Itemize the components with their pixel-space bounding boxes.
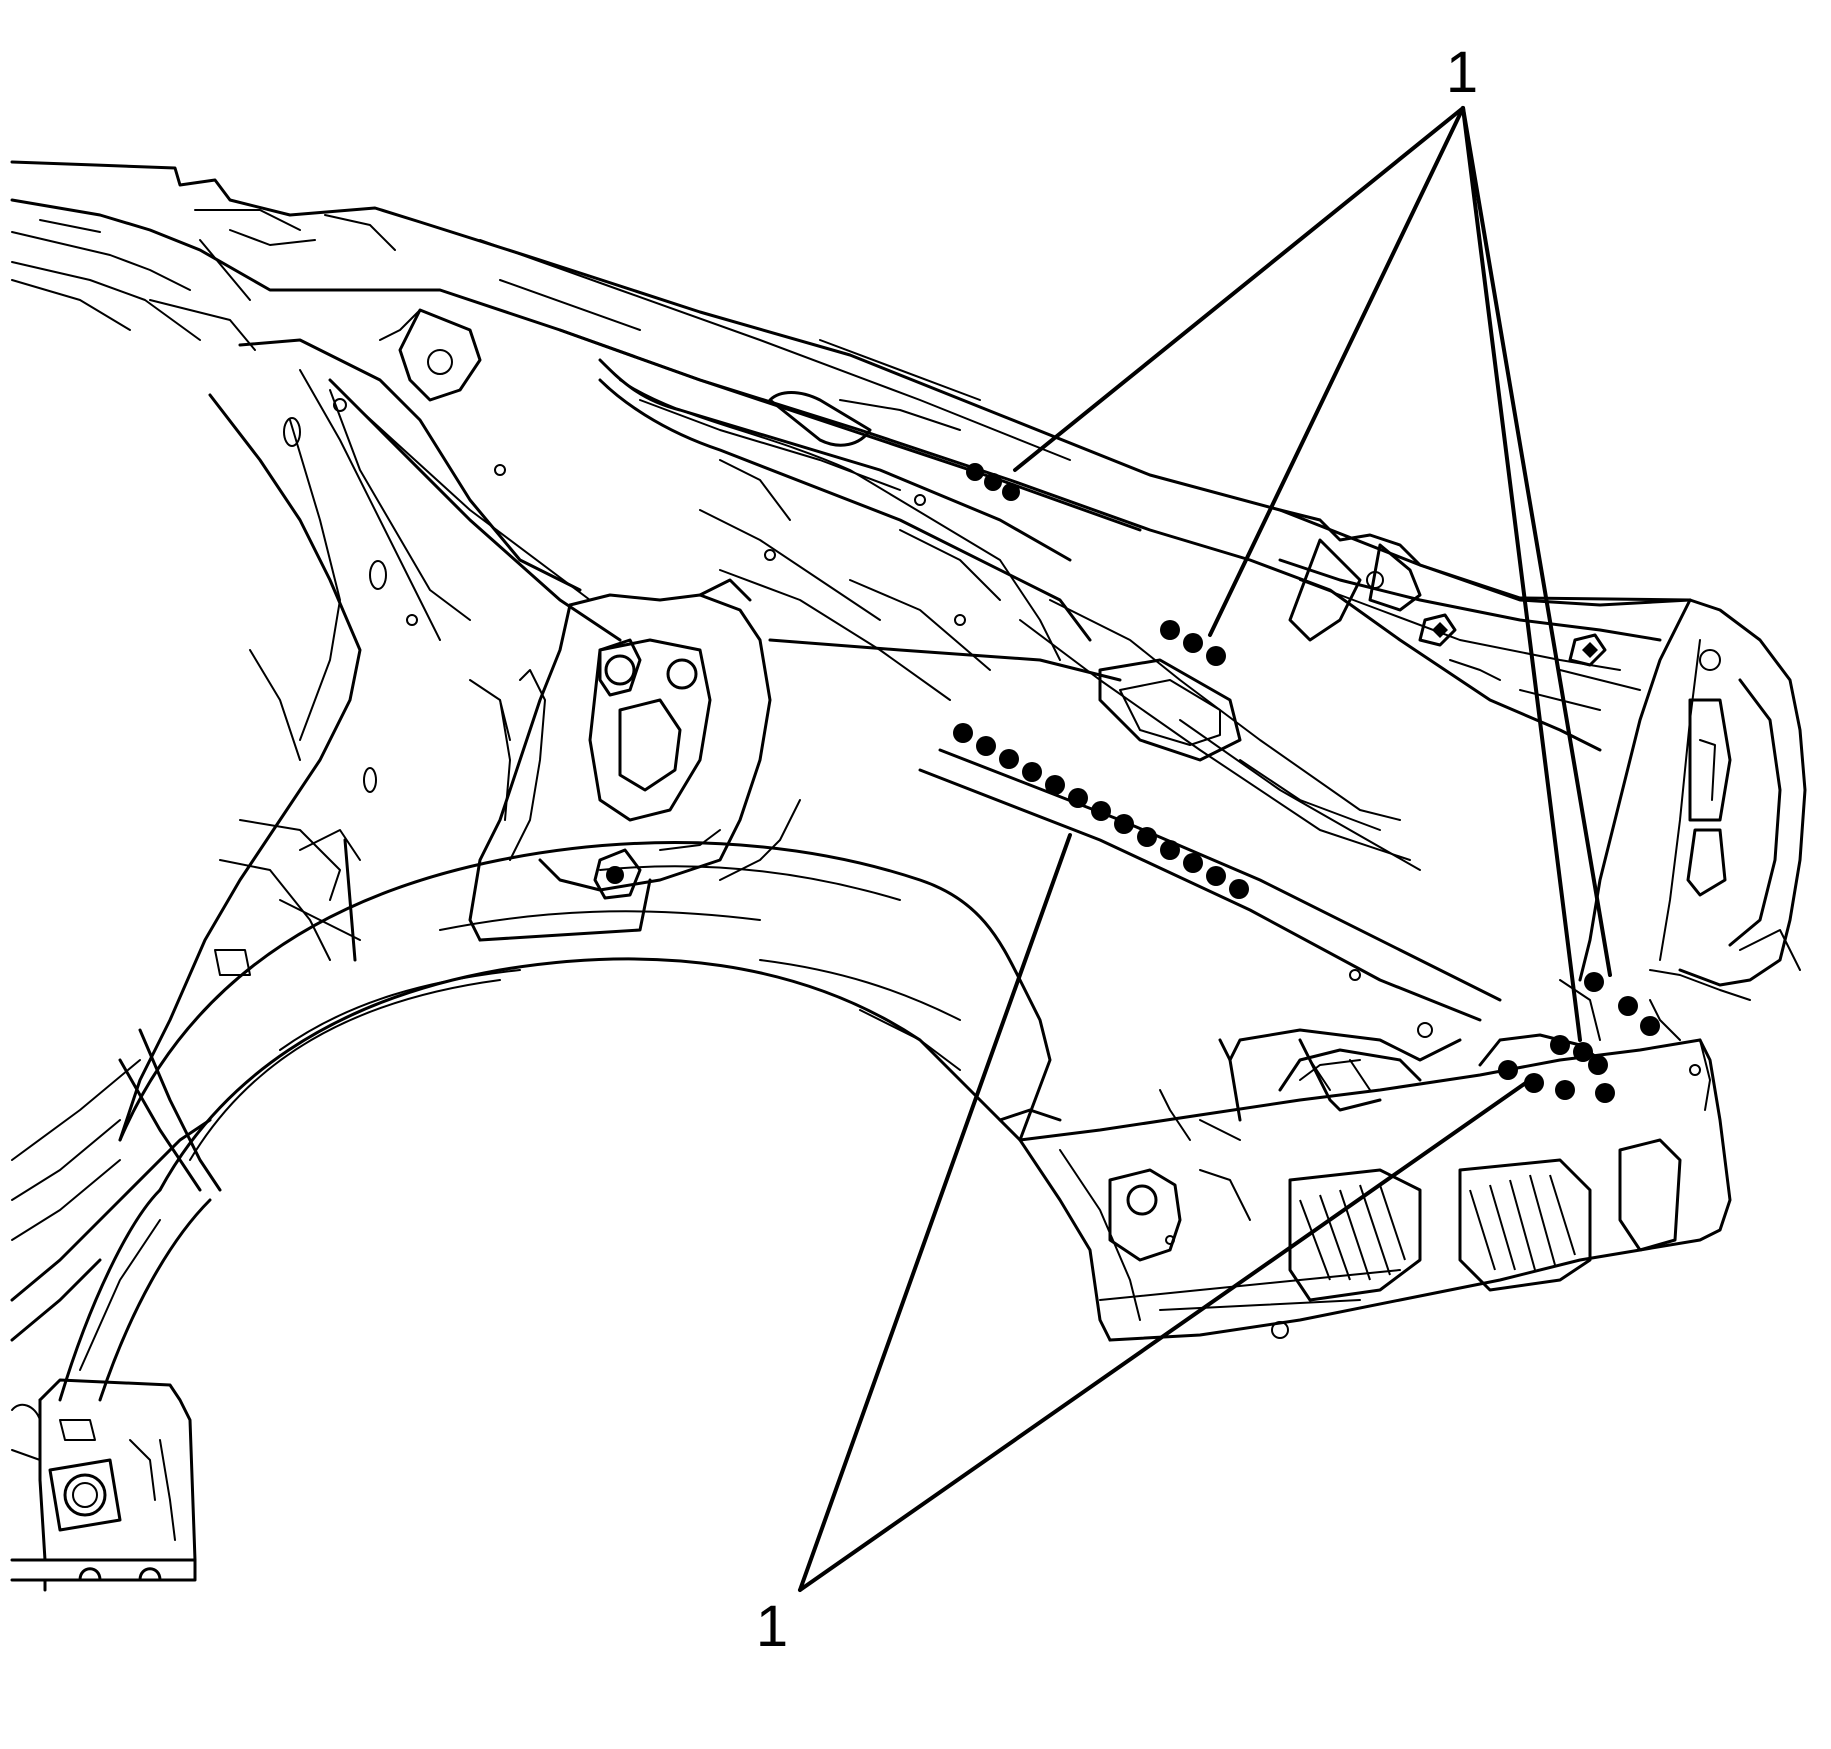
weld-spot [1618, 996, 1638, 1016]
weld-spot [1555, 1080, 1575, 1100]
inner-panel-lower [998, 979, 1711, 1141]
weld-spot [966, 463, 984, 481]
rear-lower-panel [1018, 1033, 1732, 1342]
callout-label-top: 1 [1446, 40, 1478, 105]
weld-spot [953, 723, 973, 743]
weld-spot [1550, 1035, 1570, 1055]
weld-spot [1183, 853, 1203, 873]
quarter-inner-panel [558, 328, 1602, 1038]
weld-spot [1573, 1042, 1593, 1062]
weld-spot [1114, 814, 1134, 834]
weld-spot [984, 473, 1002, 491]
weld-spot [1229, 879, 1249, 899]
rear-deck-rail [1278, 508, 1692, 711]
leader-lines [798, 106, 1612, 1592]
weld-spot [1022, 762, 1042, 782]
tail-lamp-pocket [1578, 598, 1807, 1001]
weld-spot [1584, 972, 1604, 992]
weld-spot [1640, 1016, 1660, 1036]
weld-spot [1498, 1060, 1518, 1080]
weld-spot [1595, 1083, 1615, 1103]
weld-spot [1091, 801, 1111, 821]
weld-spot [1588, 1055, 1608, 1075]
weld-spot [1002, 483, 1020, 501]
weld-spot [1524, 1073, 1544, 1093]
wheel-house [58, 841, 1052, 1402]
callout-label-bottom: 1 [756, 1594, 788, 1659]
weld-spot [1160, 840, 1180, 860]
weld-spot [1206, 646, 1226, 666]
weld-spot [1206, 866, 1226, 886]
shock-tower-bracket [468, 578, 1122, 942]
c-pillar [118, 308, 622, 1142]
weld-spot [1045, 775, 1065, 795]
lower-left-sill [10, 1028, 222, 1592]
weld-spot [1183, 633, 1203, 653]
weld-spot [999, 749, 1019, 769]
weld-points [953, 463, 1660, 1103]
weld-spot [1068, 788, 1088, 808]
weld-spot [1160, 620, 1180, 640]
weld-spot [976, 736, 996, 756]
weld-spot [1137, 827, 1157, 847]
roof-rail [10, 160, 1692, 602]
